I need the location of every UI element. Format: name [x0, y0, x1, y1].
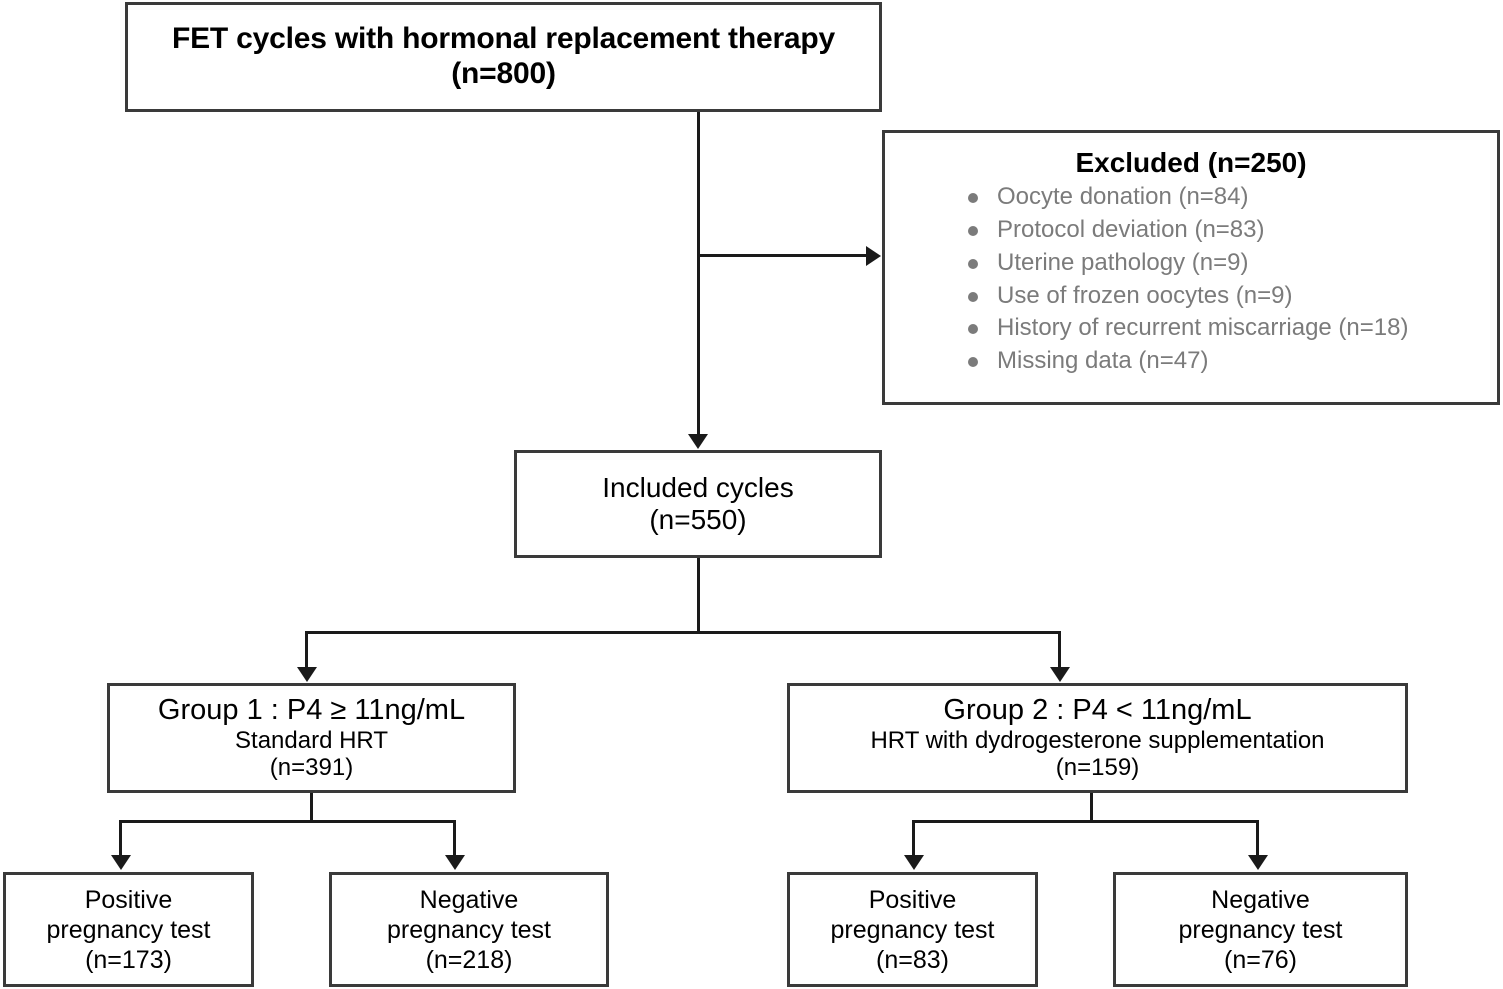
node-fet-cycles-total: FET cycles with hormonal replacement the… — [125, 2, 882, 112]
bullet-icon — [968, 324, 978, 335]
list-item: History of recurrent miscarriage (n=18) — [968, 312, 1497, 345]
connector-split-to-g1-positive — [119, 820, 122, 856]
node-included-cycles-line1: Included cycles — [602, 471, 794, 503]
arrowhead-g1-negative — [445, 855, 465, 870]
node-group1-positive-test: Positive pregnancy test (n=173) — [3, 872, 254, 987]
node-group1-title: Group 1 : P4 ≥ 11ng/mL — [157, 694, 466, 727]
arrowhead-group2 — [1050, 667, 1070, 682]
excluded-title: Excluded (n=250) — [1075, 147, 1307, 178]
connector-trunk-to-excluded — [697, 254, 867, 257]
excluded-reason-list: Oocyte donation (n=84) Protocol deviatio… — [885, 181, 1497, 378]
arrowhead-g2-negative — [1248, 855, 1268, 870]
connector-split-to-g2-positive — [912, 820, 915, 856]
outcome-line2: pregnancy test — [387, 915, 551, 944]
list-item: Oocyte donation (n=84) — [968, 181, 1497, 214]
connector-group2-split-bar — [912, 820, 1259, 823]
outcome-line2: pregnancy test — [1178, 915, 1343, 944]
list-item: Missing data (n=47) — [968, 345, 1497, 378]
outcome-count: (n=76) — [1224, 945, 1297, 974]
arrowhead-excluded — [866, 246, 881, 266]
node-included-cycles-count: (n=550) — [649, 504, 747, 535]
connector-split-to-g2-negative — [1256, 820, 1259, 856]
arrowhead-group1 — [297, 667, 317, 682]
excluded-reason-label: Missing data (n=47) — [997, 347, 1209, 375]
node-included-cycles: Included cycles (n=550) — [514, 450, 882, 558]
outcome-count: (n=173) — [85, 945, 172, 974]
outcome-line1: Positive — [868, 885, 957, 914]
connector-group-split-bar — [305, 631, 1061, 634]
node-group2-positive-test: Positive pregnancy test (n=83) — [787, 872, 1038, 987]
excluded-reason-label: Uterine pathology (n=9) — [997, 248, 1249, 276]
connector-group1-to-split — [310, 793, 313, 823]
connector-split-to-g1-negative — [453, 820, 456, 856]
outcome-count: (n=218) — [425, 945, 513, 974]
bullet-icon — [968, 258, 978, 269]
connector-group1-split-bar — [119, 820, 456, 823]
node-group1-negative-test: Negative pregnancy test (n=218) — [329, 872, 609, 987]
connector-included-to-split — [697, 558, 700, 633]
list-item: Uterine pathology (n=9) — [968, 247, 1497, 280]
node-group2-subtitle: HRT with dydrogesterone supplementation — [870, 726, 1325, 754]
outcome-line1: Negative — [1211, 885, 1310, 914]
node-group1-subtitle: Standard HRT — [235, 726, 388, 754]
excluded-reason-label: History of recurrent miscarriage (n=18) — [997, 314, 1409, 342]
node-group2: Group 2 : P4 < 11ng/mL HRT with dydroges… — [787, 683, 1408, 793]
arrowhead-included — [688, 434, 708, 449]
arrowhead-g2-positive — [904, 855, 924, 870]
bullet-icon — [968, 226, 978, 237]
bullet-icon — [968, 357, 978, 368]
node-excluded: Excluded (n=250) Oocyte donation (n=84) … — [882, 130, 1500, 405]
list-item: Use of frozen oocytes (n=9) — [968, 280, 1497, 313]
excluded-reason-label: Use of frozen oocytes (n=9) — [997, 281, 1293, 309]
node-group2-title: Group 2 : P4 < 11ng/mL — [943, 694, 1252, 727]
node-fet-cycles-line1: FET cycles with hormonal replacement the… — [171, 22, 836, 56]
node-group2-count: (n=159) — [1055, 754, 1140, 782]
outcome-count: (n=83) — [876, 945, 949, 974]
excluded-reason-label: Oocyte donation (n=84) — [997, 183, 1249, 211]
bullet-icon — [968, 193, 978, 204]
node-fet-cycles-count: (n=800) — [451, 57, 556, 90]
node-group1-count: (n=391) — [269, 754, 354, 782]
outcome-line2: pregnancy test — [830, 915, 995, 944]
connector-split-to-group1 — [305, 631, 308, 668]
outcome-line1: Positive — [84, 885, 173, 914]
connector-group2-to-split — [1090, 793, 1093, 823]
node-group1: Group 1 : P4 ≥ 11ng/mL Standard HRT (n=3… — [107, 683, 516, 793]
node-group2-negative-test: Negative pregnancy test (n=76) — [1113, 872, 1408, 987]
connector-split-to-group2 — [1058, 631, 1061, 668]
excluded-reason-label: Protocol deviation (n=83) — [997, 216, 1265, 244]
bullet-icon — [968, 291, 978, 302]
list-item: Protocol deviation (n=83) — [968, 214, 1497, 247]
outcome-line1: Negative — [419, 885, 519, 914]
outcome-line2: pregnancy test — [46, 915, 211, 944]
connector-top-to-included — [697, 112, 700, 435]
arrowhead-g1-positive — [111, 855, 131, 870]
